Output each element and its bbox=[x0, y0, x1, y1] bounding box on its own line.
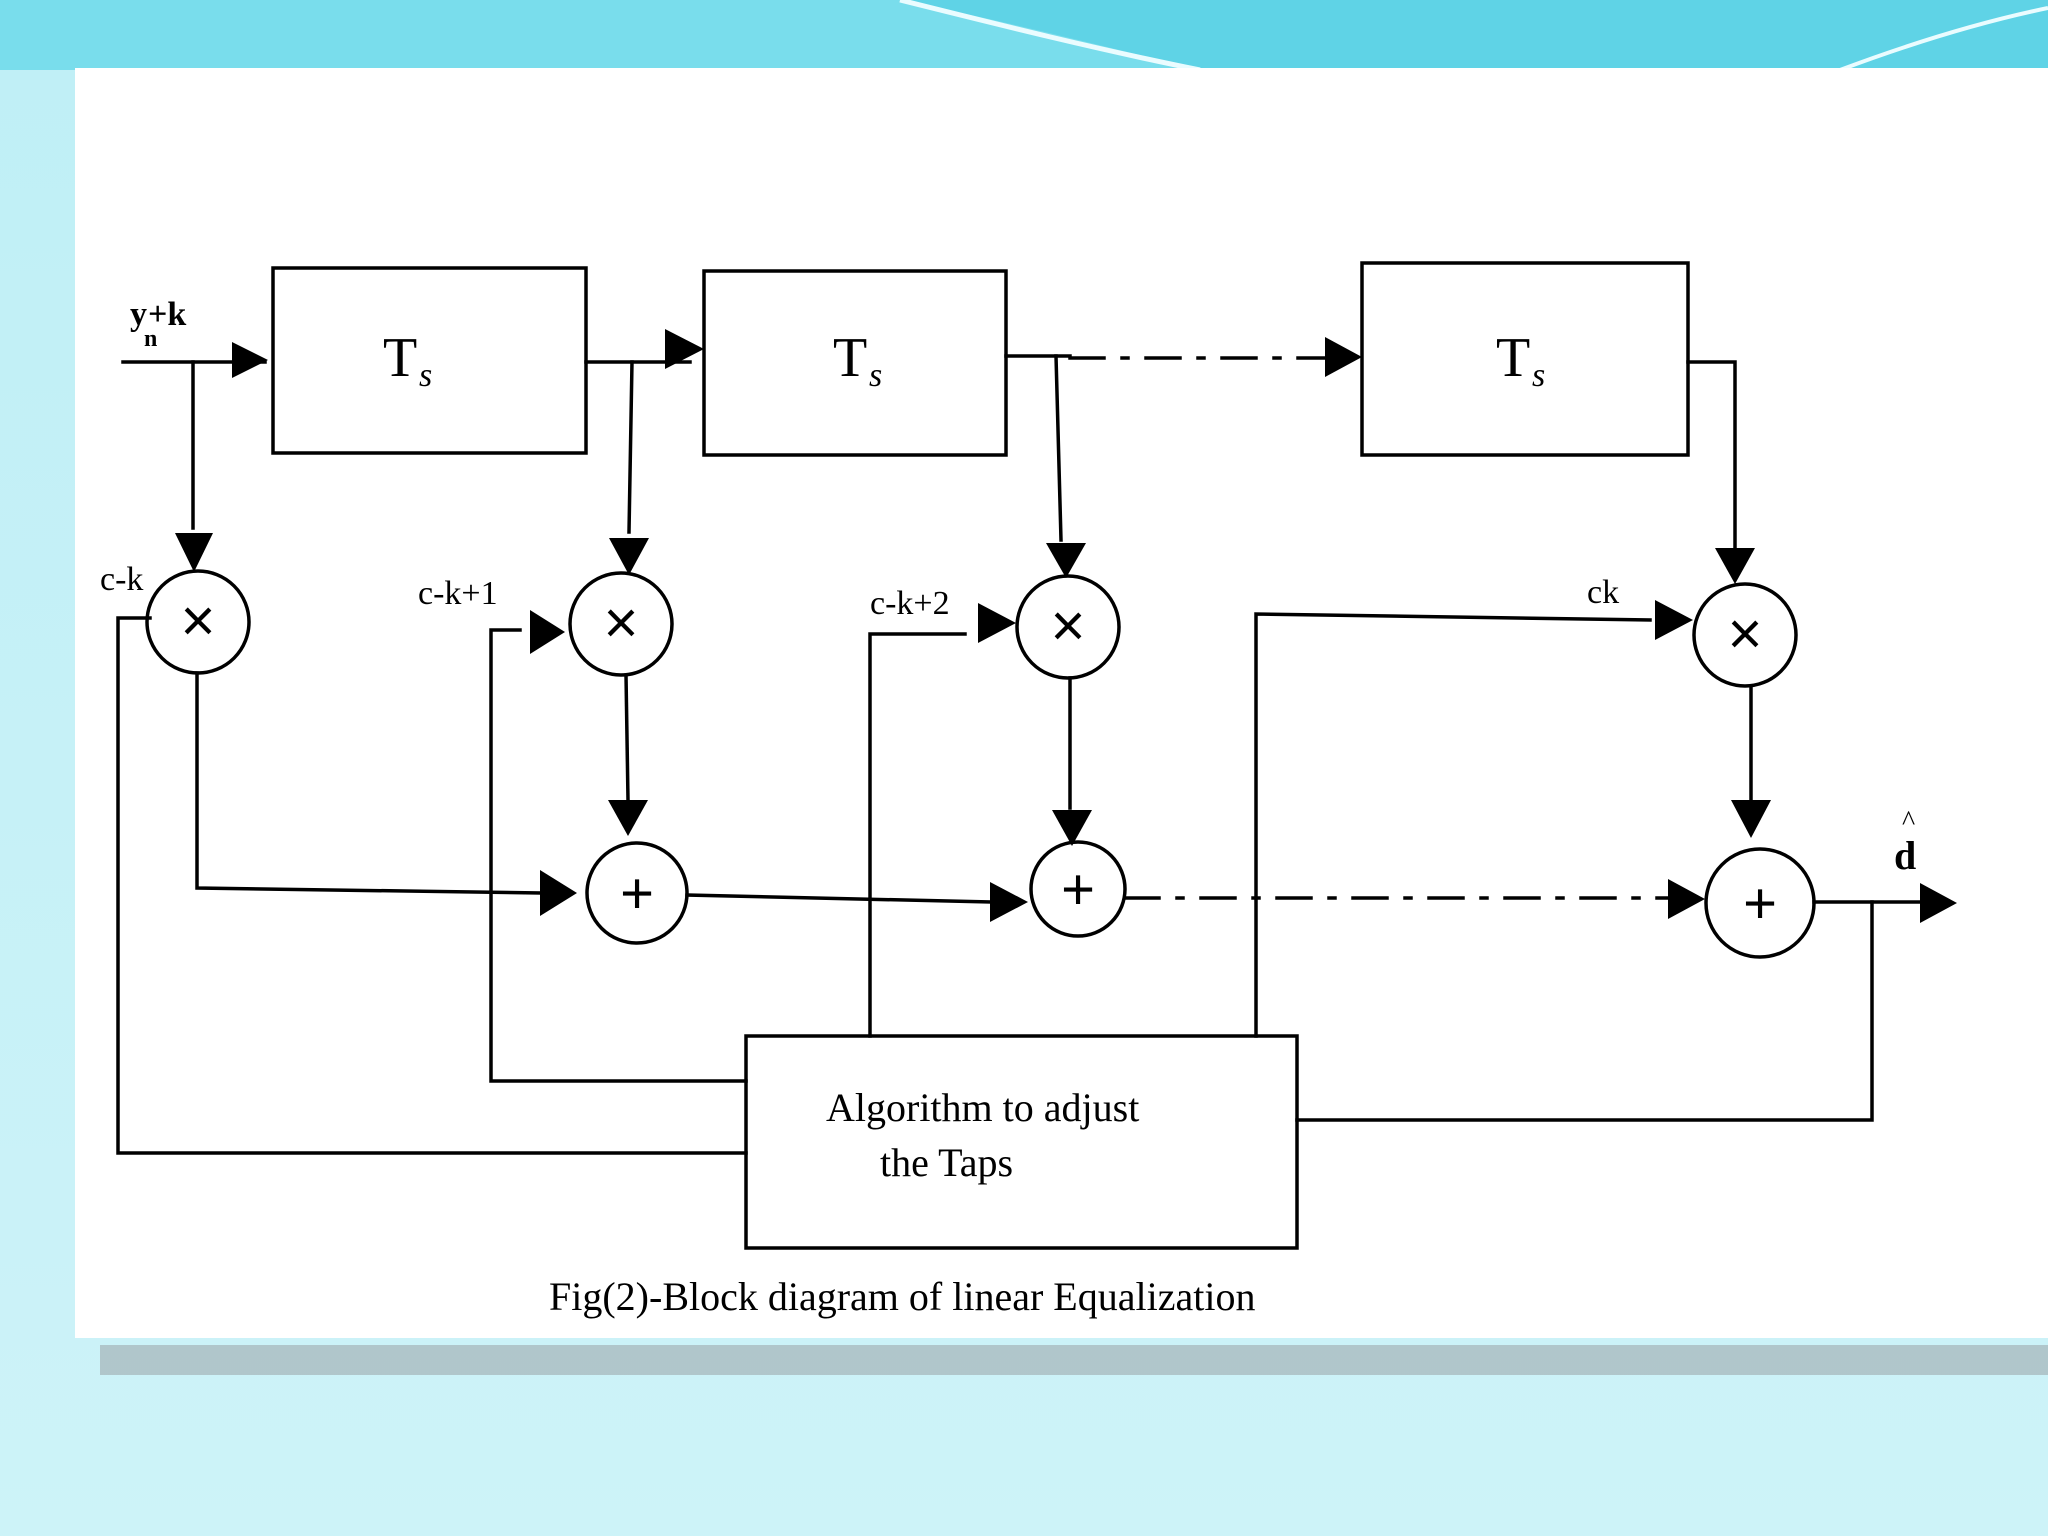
tap-label-1: c-k bbox=[100, 561, 143, 598]
svg-text:s: s bbox=[419, 357, 432, 394]
algorithm-box bbox=[744, 1034, 1299, 1250]
multiplier-2 bbox=[568, 571, 674, 677]
algorithm-text-line2: the Taps bbox=[880, 1140, 1013, 1185]
delay-label-2: T s bbox=[833, 327, 882, 394]
tap-label-2: c-k+1 bbox=[418, 575, 498, 612]
multiplier-4 bbox=[1692, 582, 1798, 688]
delay-box-3 bbox=[1360, 261, 1690, 457]
slide-panel bbox=[75, 68, 2048, 1338]
svg-text:T: T bbox=[833, 327, 867, 389]
svg-text:^: ^ bbox=[1902, 806, 1915, 837]
input-label: y n +k bbox=[130, 296, 186, 352]
plus-icon-2: + bbox=[1061, 857, 1095, 922]
background-wave bbox=[0, 0, 2048, 73]
multiply-icon-3: × bbox=[1050, 592, 1085, 659]
multiply-icon-2: × bbox=[603, 589, 638, 656]
output-label: ^ d bbox=[1894, 806, 1916, 878]
svg-text:T: T bbox=[1496, 327, 1530, 389]
delay-box-2 bbox=[702, 269, 1008, 457]
svg-text:d: d bbox=[1894, 833, 1916, 878]
adder-2 bbox=[1029, 840, 1127, 938]
multiplier-3 bbox=[1015, 574, 1121, 680]
figure-caption: Fig(2)-Block diagram of linear Equalizat… bbox=[549, 1274, 1255, 1319]
svg-text:+k: +k bbox=[148, 296, 186, 333]
panel-shadow bbox=[100, 1345, 2048, 1375]
algorithm-text-line1: Algorithm to adjust bbox=[826, 1085, 1139, 1130]
multiply-icon-1: × bbox=[180, 587, 215, 654]
adder-1 bbox=[585, 841, 689, 945]
svg-text:n: n bbox=[144, 326, 157, 352]
svg-text:T: T bbox=[383, 327, 417, 389]
multiply-icon-4: × bbox=[1727, 600, 1762, 667]
svg-text:s: s bbox=[1532, 357, 1545, 394]
svg-text:y: y bbox=[130, 296, 147, 333]
tap-label-3: c-k+2 bbox=[870, 585, 950, 622]
svg-text:s: s bbox=[869, 357, 882, 394]
plus-icon-1: + bbox=[620, 861, 654, 926]
delay-label-1: T s bbox=[383, 327, 432, 394]
delay-label-3: T s bbox=[1496, 327, 1545, 394]
plus-icon-3: + bbox=[1743, 871, 1777, 936]
tap-label-4: ck bbox=[1587, 574, 1619, 611]
